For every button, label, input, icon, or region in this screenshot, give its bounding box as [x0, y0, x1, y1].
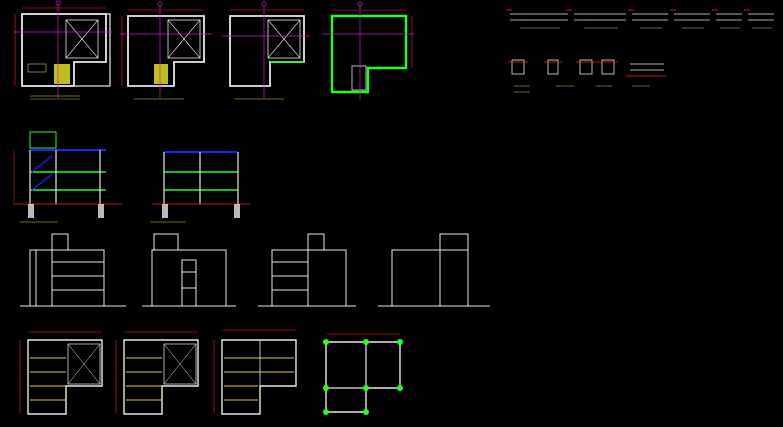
- floor-plan-3: [222, 6, 310, 100]
- section-a: [13, 131, 122, 223]
- elevation-2: [142, 233, 236, 307]
- elevation-3: [258, 233, 356, 307]
- grid-bubble-icon: [55, 0, 363, 7]
- roof-slab-plan: [322, 6, 414, 100]
- beam-details-row: [506, 9, 774, 29]
- floor-plan-1: [14, 4, 112, 100]
- elevation-4: [378, 233, 490, 307]
- framing-plan-1: [19, 331, 103, 415]
- column-details-row: [508, 59, 666, 93]
- column-marker-icon: [323, 339, 403, 415]
- floor-plan-2: [120, 6, 212, 100]
- framing-plan-3: [213, 329, 297, 415]
- foundation-plan: [323, 333, 403, 415]
- framing-plan-2: [115, 331, 199, 415]
- section-b: [150, 151, 250, 223]
- elevation-1: [20, 233, 126, 307]
